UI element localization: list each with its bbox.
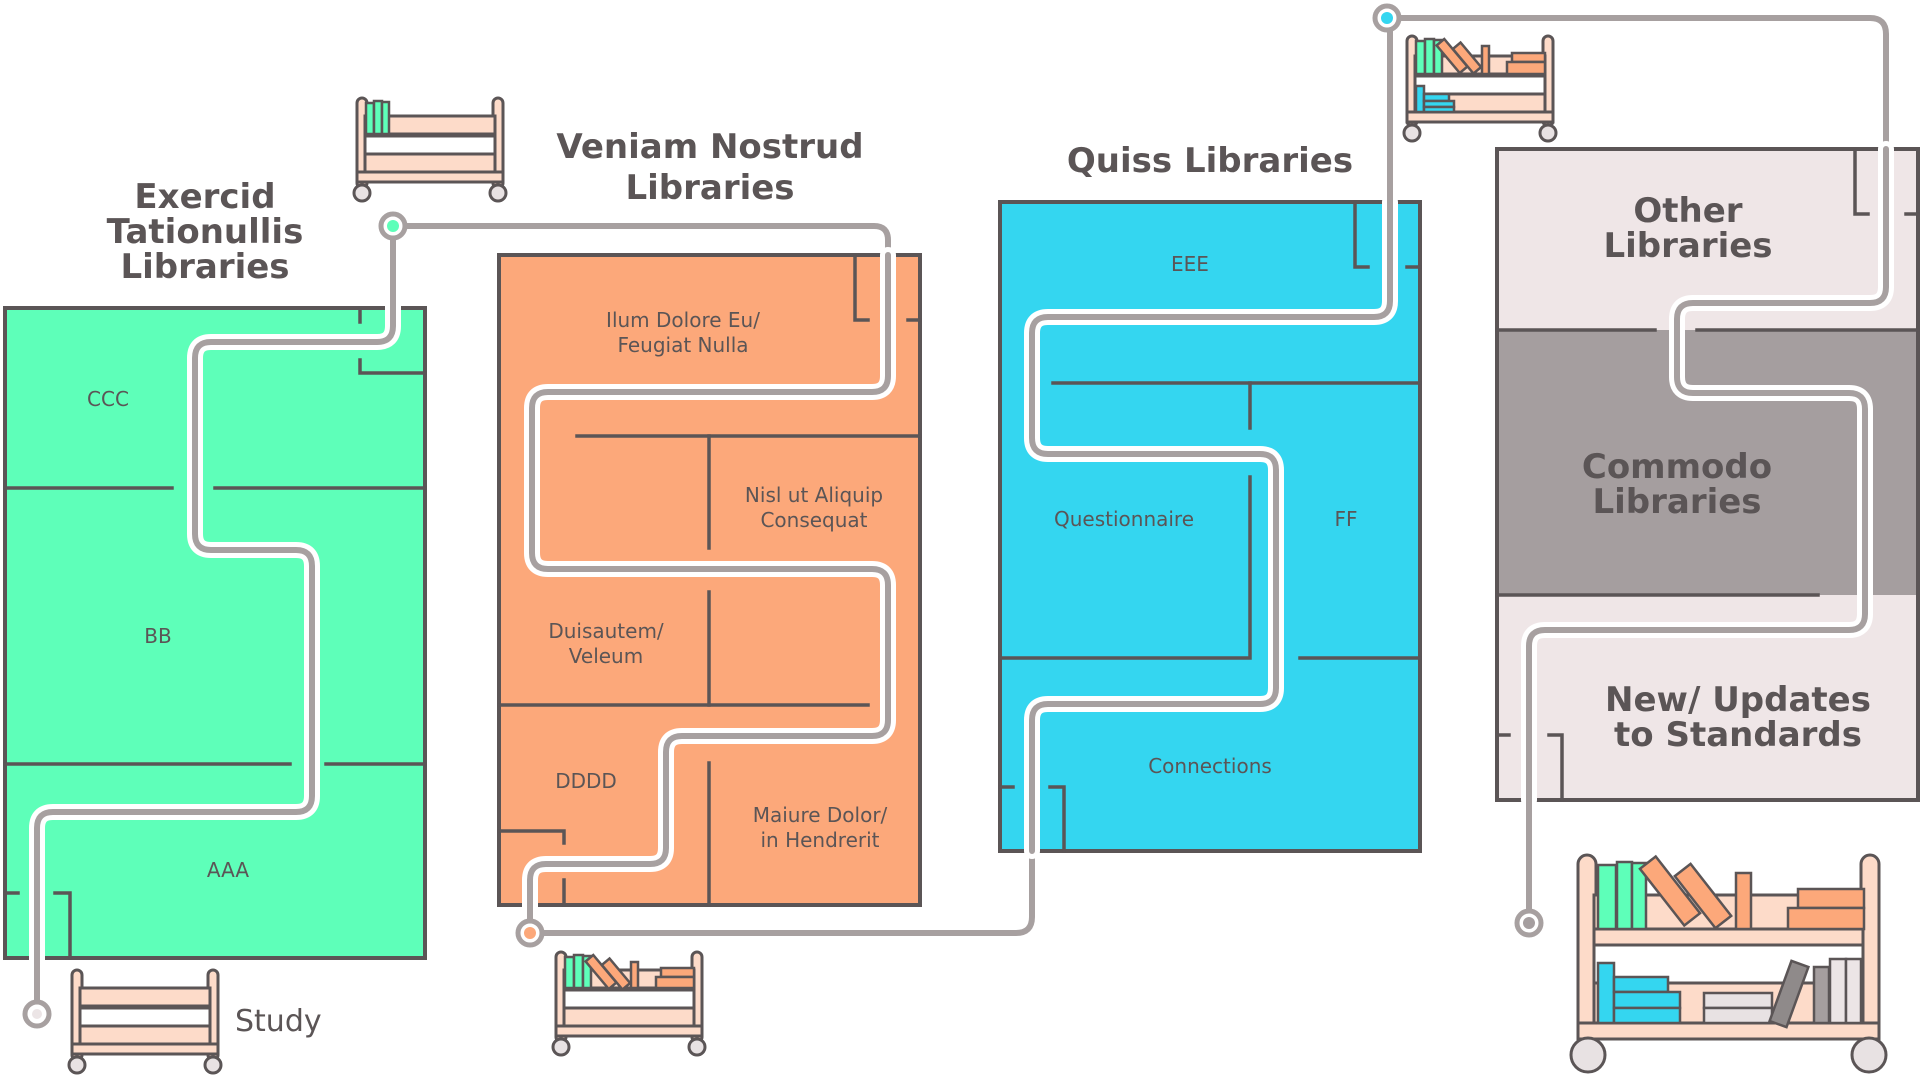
svg-text:Commodo: Commodo — [1582, 447, 1772, 487]
title-exercid: Exercid Tationullis Libraries — [107, 177, 304, 287]
wall — [1048, 785, 1066, 853]
room-maiure-dolor[interactable]: Maiure Dolor/ in Hendrerit — [753, 803, 888, 852]
room-dddd[interactable]: DDDD — [555, 769, 617, 793]
wall — [53, 891, 72, 960]
node-dot — [524, 927, 536, 939]
node-dot — [1523, 917, 1535, 929]
building-veniam[interactable]: Veniam Nostrud Libraries Ilum Dolore Eu/… — [497, 127, 922, 907]
route-path — [29, 15, 1894, 1008]
room-nisl-ut-aliquip[interactable]: Nisl ut Aliquip Consequat — [745, 483, 883, 532]
node-dot — [387, 220, 399, 232]
room-aaa[interactable]: AAA — [207, 858, 249, 882]
svg-text:Consequat: Consequat — [760, 508, 867, 532]
node-dot — [1381, 12, 1393, 24]
building-other[interactable]: Other Libraries Commodo Libraries New/ U… — [1495, 147, 1920, 802]
node-end[interactable] — [1514, 908, 1544, 938]
room-connections[interactable]: Connections — [1148, 754, 1272, 778]
svg-text:New/ Updates: New/ Updates — [1605, 680, 1871, 720]
svg-text:Exercid: Exercid — [134, 177, 275, 217]
wall — [358, 358, 427, 375]
svg-text:in Hendrerit: in Hendrerit — [760, 828, 879, 852]
room-duisautem[interactable]: Duisautem/ Veleum — [548, 619, 664, 668]
room-other-libraries[interactable]: Other Libraries — [1603, 191, 1772, 266]
wall — [853, 255, 870, 322]
book-cart-icon — [352, 96, 508, 203]
room-eee[interactable]: EEE — [1171, 252, 1209, 276]
node-veniam[interactable] — [515, 918, 545, 948]
svg-text:Libraries: Libraries — [1603, 226, 1772, 266]
room-questionnaire[interactable]: Questionnaire — [1054, 507, 1194, 531]
wall — [998, 475, 1252, 660]
zone-commodo — [1499, 330, 1916, 595]
svg-text:Nisl ut Aliquip: Nisl ut Aliquip — [745, 483, 883, 507]
svg-text:Ilum Dolore Eu/: Ilum Dolore Eu/ — [606, 308, 760, 332]
route-segment-exercid — [34, 225, 396, 1003]
svg-text:Maiure Dolor/: Maiure Dolor/ — [753, 803, 888, 827]
building-exercid[interactable]: Exercid Tationullis Libraries CCC BB AAA — [3, 177, 427, 960]
svg-text:Veleum: Veleum — [569, 644, 643, 668]
route-segment-veniam — [527, 252, 891, 923]
node-exercid[interactable] — [378, 211, 408, 241]
node-dot — [32, 1009, 42, 1019]
title-quiss: Quiss Libraries — [1067, 141, 1353, 181]
room-ccc[interactable]: CCC — [87, 387, 129, 411]
book-cart-icon — [67, 968, 223, 1075]
svg-text:Tationullis: Tationullis — [107, 212, 304, 252]
svg-text:Libraries: Libraries — [120, 247, 289, 287]
building-quiss[interactable]: Quiss Libraries EEE Questionnaire FF Con… — [998, 141, 1422, 853]
book-cart-icon — [551, 950, 707, 1057]
route-segment-quiss — [1029, 199, 1393, 854]
svg-text:Veniam Nostrud: Veniam Nostrud — [556, 127, 863, 167]
svg-text:Libraries: Libraries — [1592, 482, 1761, 522]
wall — [1853, 149, 1870, 216]
book-cart-icon — [1402, 34, 1558, 143]
svg-text:Other: Other — [1633, 191, 1742, 231]
room-commodo-libraries[interactable]: Commodo Libraries — [1582, 447, 1772, 522]
svg-text:Libraries: Libraries — [625, 168, 794, 208]
building-exercid-outline — [3, 306, 427, 960]
svg-text:Duisautem/: Duisautem/ — [548, 619, 664, 643]
room-ilum-dolore[interactable]: Ilum Dolore Eu/ Feugiat Nulla — [606, 308, 760, 357]
room-ff[interactable]: FF — [1334, 507, 1357, 531]
wall — [1353, 202, 1370, 269]
node-quiss[interactable] — [1372, 3, 1402, 33]
book-cart-icon — [1569, 853, 1888, 1074]
svg-text:to Standards: to Standards — [1614, 715, 1862, 755]
room-new-updates[interactable]: New/ Updates to Standards — [1605, 680, 1871, 755]
wall — [497, 829, 566, 845]
wall — [1547, 733, 1564, 802]
svg-text:Feugiat Nulla: Feugiat Nulla — [617, 333, 748, 357]
study-label: Study — [235, 1004, 322, 1039]
title-veniam: Veniam Nostrud Libraries — [556, 127, 863, 208]
route-segment-other — [1526, 146, 1889, 803]
room-bb[interactable]: BB — [144, 624, 171, 648]
node-start[interactable] — [22, 999, 52, 1029]
